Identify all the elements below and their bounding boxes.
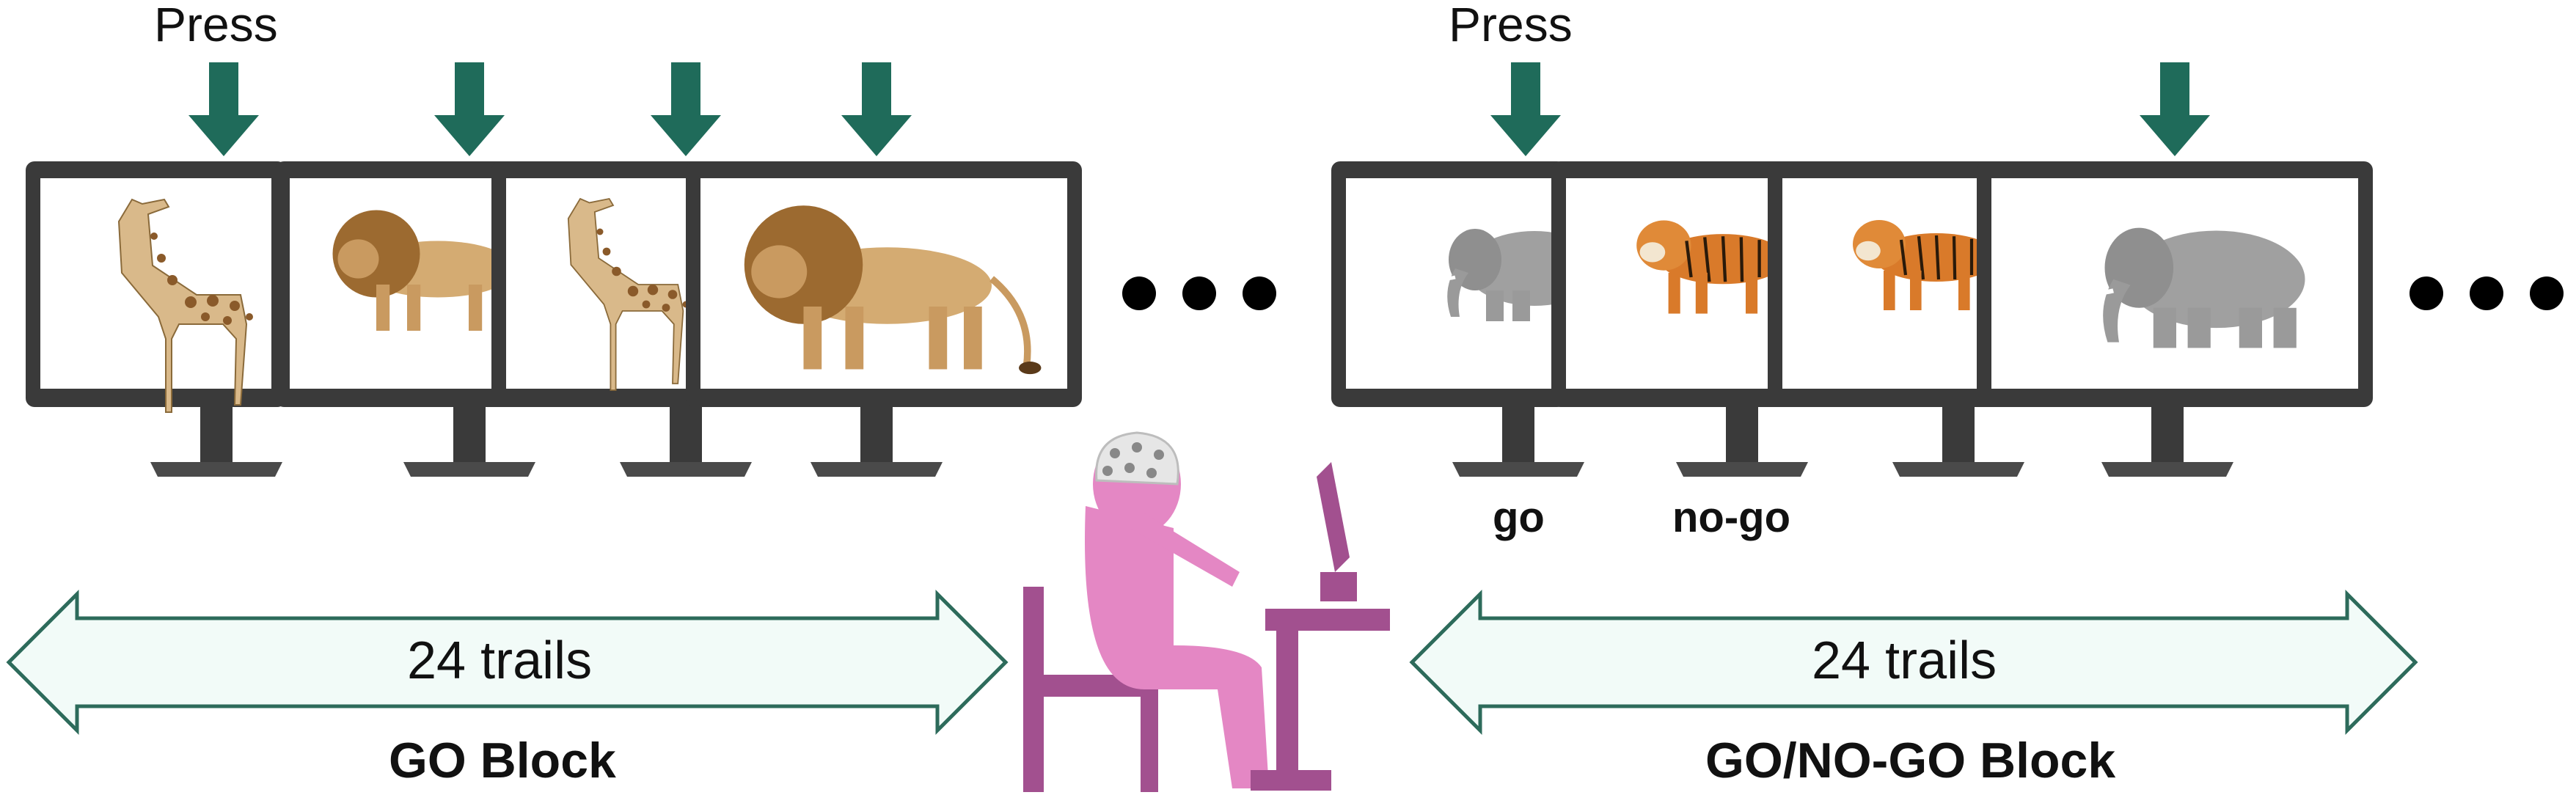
go-block-label: GO Block <box>389 733 616 788</box>
monitor-base <box>2101 403 2233 477</box>
go-block-panel <box>26 62 1082 477</box>
monitor-base <box>150 403 282 477</box>
monitor-base <box>1892 403 2024 477</box>
ellipsis-dot <box>1243 276 1276 310</box>
monitor-base <box>811 403 943 477</box>
stimulus-monitor <box>1331 161 1603 407</box>
gonogo-trials-label: 24 trails <box>1812 631 1997 690</box>
stimulus-monitor <box>1977 161 2373 407</box>
gonogo-block-label: GO/NO-GO Block <box>1705 733 2116 788</box>
stimulus-monitor <box>275 161 552 407</box>
gonogo-ellipsis <box>2409 276 2571 310</box>
ellipsis-dot <box>1122 276 1156 310</box>
monitor-base <box>1676 403 1808 477</box>
press-arrow <box>2140 62 2210 156</box>
go-trials-double-arrow <box>6 589 1009 736</box>
go-monitor-label: go <box>1493 494 1545 541</box>
go-press-label: Press <box>154 0 278 51</box>
nogo-monitor-label: no-go <box>1672 494 1791 541</box>
ellipsis-dot <box>1182 276 1216 310</box>
monitor-base <box>403 403 535 477</box>
monitor-base <box>620 403 752 477</box>
stimulus-monitor <box>686 161 1082 407</box>
stimulus-monitor <box>1768 161 2002 407</box>
press-arrow <box>189 62 259 156</box>
go-trials-label: 24 trails <box>407 631 593 690</box>
go-ellipsis <box>1122 276 1284 310</box>
press-arrow <box>1490 62 1561 156</box>
stimulus-monitor <box>491 161 711 407</box>
stimulus-monitor <box>1551 161 1787 407</box>
participant-figure <box>1023 431 1390 792</box>
press-arrow <box>434 62 505 156</box>
ellipsis-dot <box>2409 276 2443 310</box>
press-arrow <box>651 62 721 156</box>
gonogo-trials-double-arrow <box>1409 589 2418 736</box>
stimulus-monitor <box>26 161 286 413</box>
monitor-base <box>1452 403 1584 477</box>
press-arrow <box>841 62 912 156</box>
gonogo-press-label: Press <box>1449 0 1573 51</box>
go-nogo-block-panel <box>1331 62 2373 477</box>
ellipsis-dot <box>2470 276 2503 310</box>
ellipsis-dot <box>2530 276 2564 310</box>
